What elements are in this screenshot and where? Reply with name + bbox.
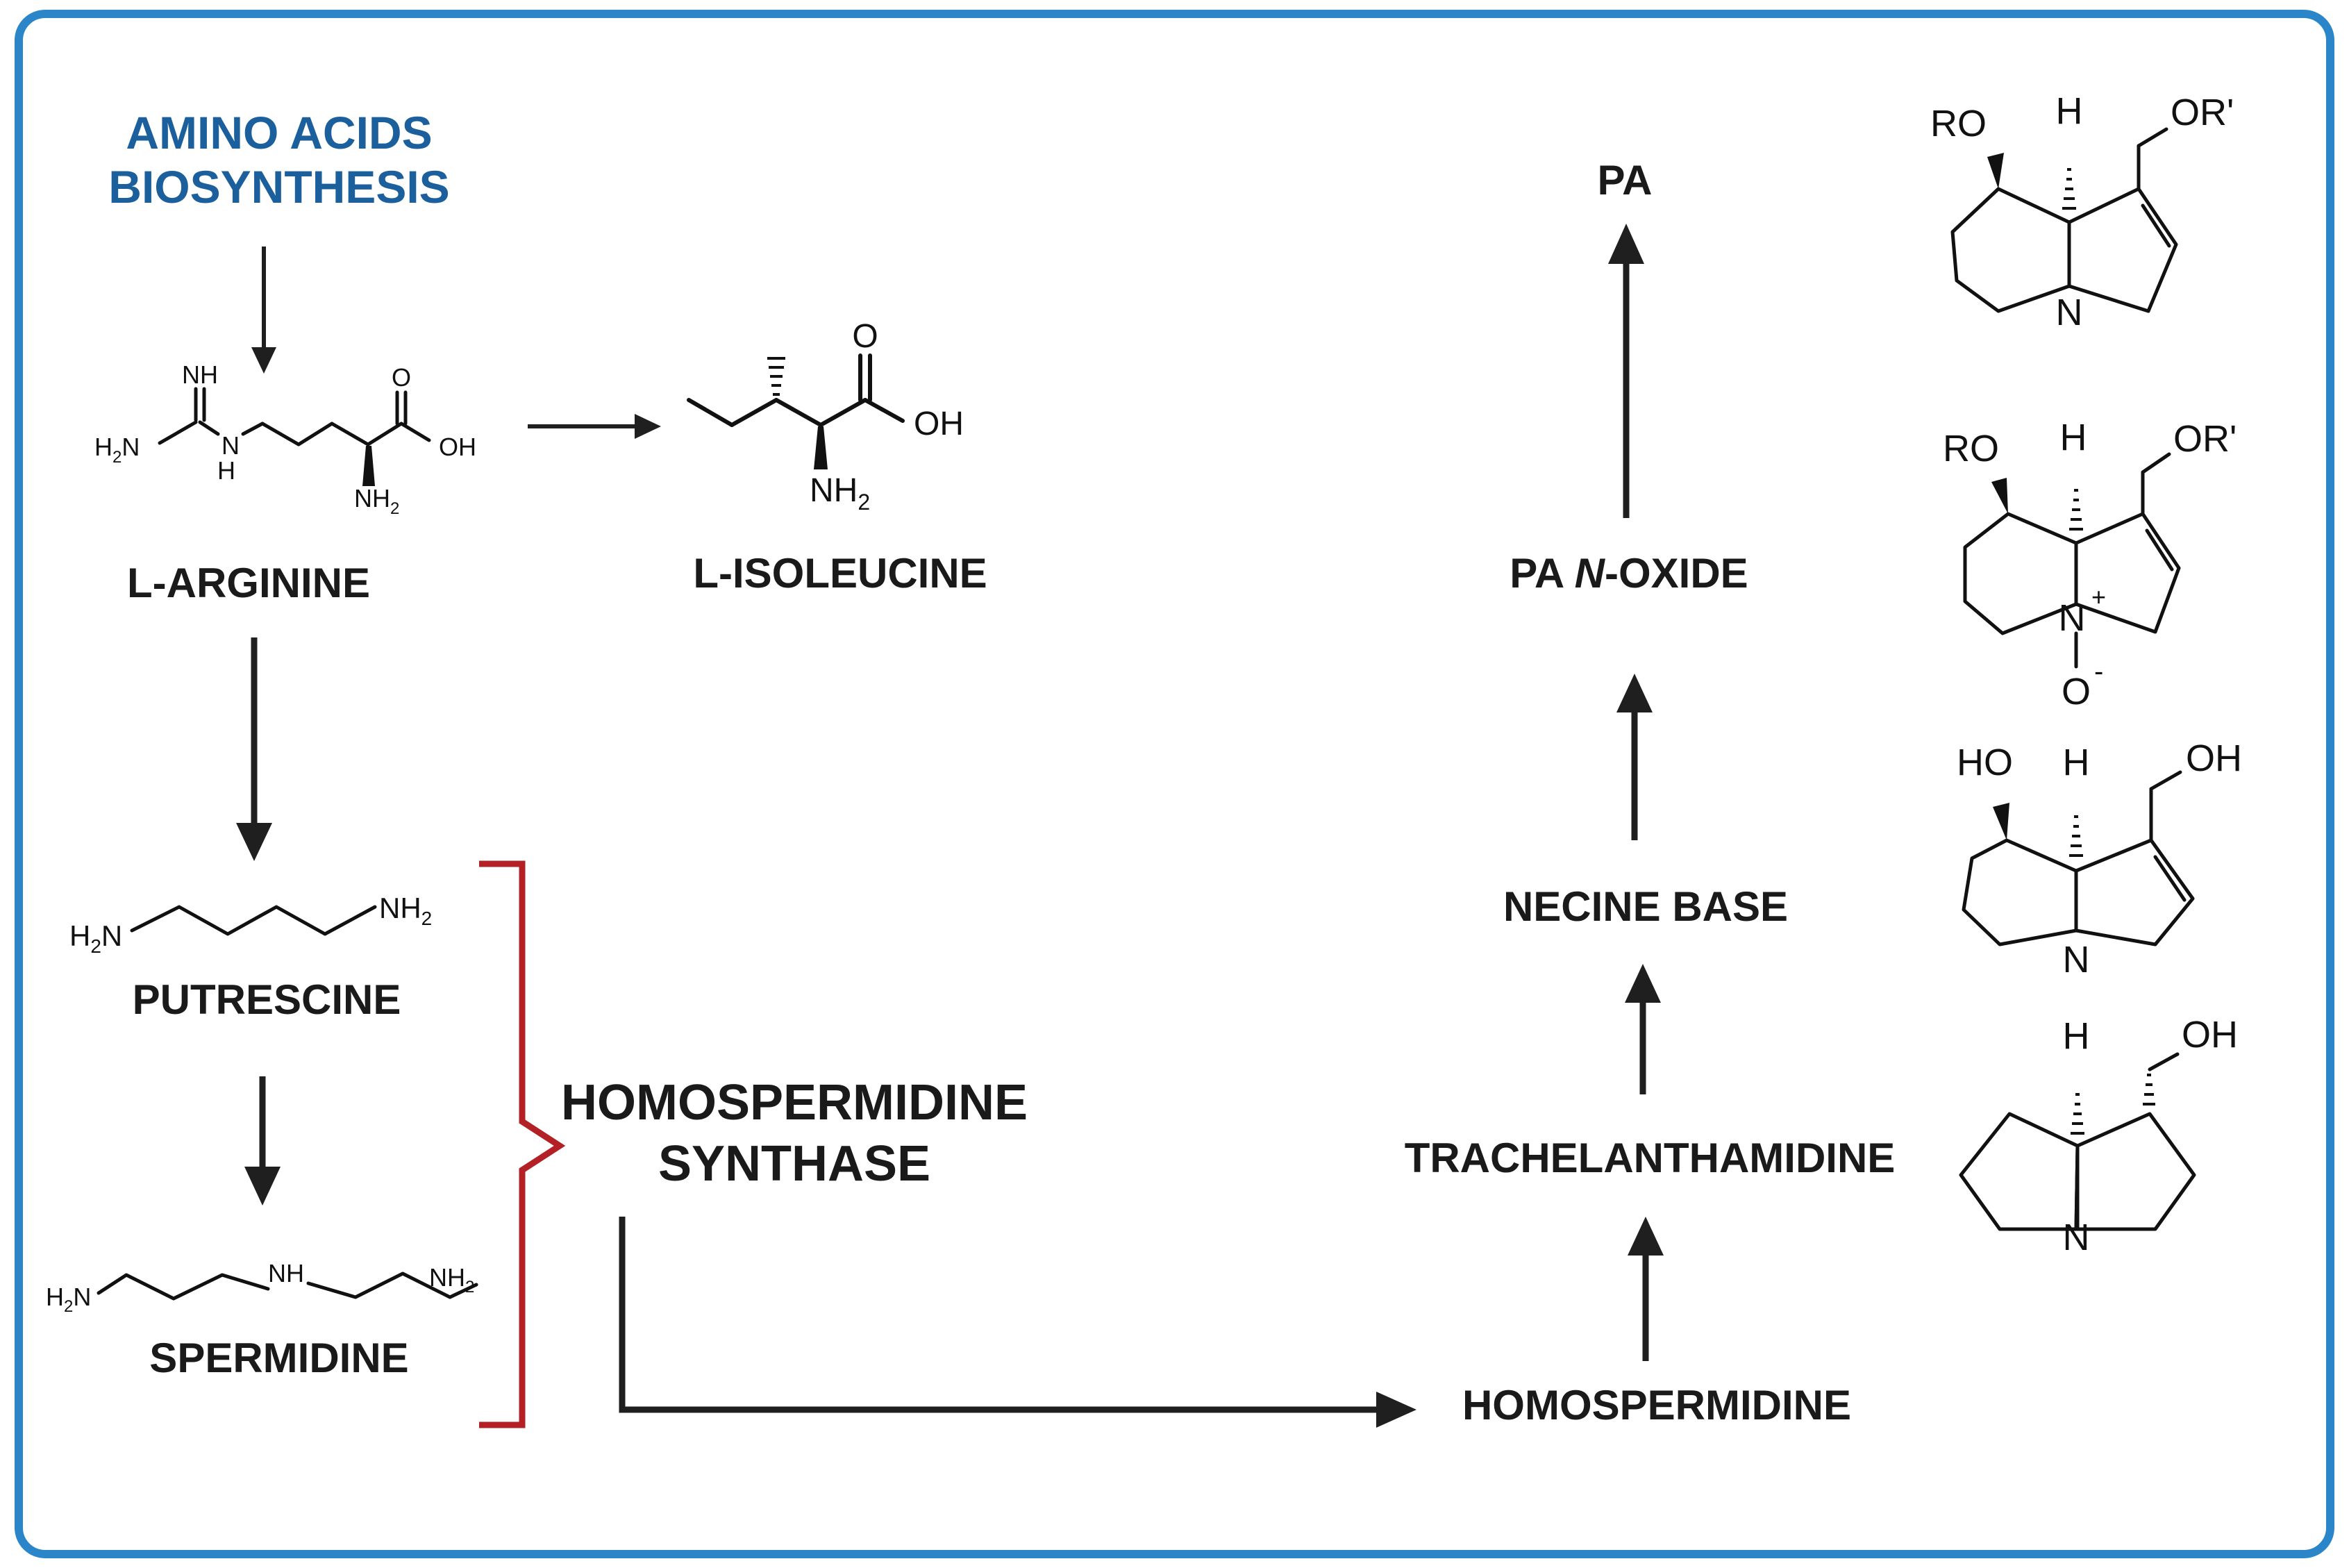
pa-structure: RO H OR' N: [1930, 90, 2234, 333]
arrow-trachelanthamidine-to-necine: [1625, 964, 1661, 1094]
arrow-arginine-to-putrescine: [236, 637, 272, 861]
necine-n: N: [2063, 939, 2090, 981]
putrescine-structure: H2N NH2: [69, 892, 432, 957]
diagram-frame: [15, 10, 2334, 1558]
arrow-arginine-to-isoleucine: [528, 414, 661, 439]
arginine-h2n: H2N: [94, 433, 140, 467]
enzyme-label-line1: HOMOSPERMIDINE: [561, 1075, 1028, 1131]
enzyme-label-line2: SYNTHASE: [658, 1136, 930, 1192]
arginine-structure: NH H2N N H O OH NH2: [94, 360, 476, 518]
amino-acids-title-line2: BIOSYNTHESIS: [108, 161, 449, 212]
trachelanthamidine-label: TRACHELANTHAMIDINE: [1405, 1135, 1896, 1181]
necine-h: H: [2063, 742, 2090, 783]
necine-ho: HO: [1957, 742, 2013, 783]
arginine-oh: OH: [439, 433, 476, 461]
arrow-synthase-to-homospermidine: [619, 1217, 1416, 1428]
arrow-homospermidine-to-trachelanthamidine: [1628, 1217, 1664, 1361]
putrescine-h2n: H2N: [69, 919, 122, 957]
necine-base-label: NECINE BASE: [1503, 883, 1788, 930]
spermidine-label: SPERMIDINE: [149, 1335, 408, 1381]
pa-or: OR': [2171, 92, 2234, 133]
trachelanthamidine-h: H: [2063, 1015, 2090, 1057]
arginine-o: O: [392, 363, 411, 392]
pa-label: PA: [1598, 157, 1653, 203]
necine-structure: HO H OH N: [1957, 737, 2242, 981]
pa-n-oxide-o: O: [2062, 671, 2091, 712]
isoleucine-structure: O OH NH2: [687, 318, 964, 515]
l-arginine-label: L-ARGININE: [127, 560, 370, 606]
arrow-amino-to-arginine: [251, 247, 276, 374]
amino-acids-title-line1: AMINO ACIDS: [126, 107, 432, 158]
spermidine-h2n: H2N: [46, 1283, 91, 1316]
isoleucine-nh2: NH2: [810, 472, 870, 515]
pa-n-oxide-label: PA N-OXIDE: [1510, 550, 1748, 597]
pa-n-oxide-ro: RO: [1943, 428, 1999, 469]
pa-n-oxide-plus: +: [2091, 583, 2106, 611]
arrow-pa-n-oxide-to-pa: [1608, 224, 1644, 518]
putrescine-label: PUTRESCINE: [133, 976, 401, 1023]
putrescine-nh2: NH2: [379, 892, 432, 929]
arginine-nh: NH: [182, 360, 218, 389]
pa-h: H: [2056, 90, 2083, 132]
pa-n-oxide-n: N: [2059, 597, 2086, 639]
trachelanthamidine-n: N: [2063, 1217, 2090, 1258]
isoleucine-oh: OH: [914, 406, 964, 442]
l-isoleucine-label: L-ISOLEUCINE: [693, 550, 987, 597]
spermidine-nh: NH: [268, 1259, 304, 1287]
trachelanthamidine-structure: H OH N: [1959, 1014, 2238, 1258]
spermidine-structure: H2N NH NH2: [46, 1259, 478, 1316]
homospermidine-label: HOMOSPERMIDINE: [1462, 1382, 1851, 1428]
pa-n-oxide-minus: -: [2094, 656, 2103, 687]
isoleucine-o: O: [852, 318, 878, 355]
trachelanthamidine-oh: OH: [2182, 1014, 2238, 1056]
pa-n-oxide-structure: RO H OR' N + O -: [1943, 417, 2237, 712]
enzyme-bracket: [479, 860, 566, 1428]
arginine-h: H: [217, 456, 235, 485]
pa-n: N: [2056, 292, 2083, 333]
arginine-n: N: [221, 431, 240, 460]
spermidine-nh2: NH2: [429, 1263, 474, 1296]
pa-ro: RO: [1930, 103, 1987, 144]
arrow-putrescine-to-spermidine: [244, 1076, 281, 1206]
pa-n-oxide-or: OR': [2173, 418, 2237, 460]
necine-oh: OH: [2186, 737, 2242, 779]
arginine-nh2: NH2: [354, 484, 399, 518]
pa-n-oxide-h: H: [2060, 417, 2087, 458]
arrow-necine-to-pa-n-oxide: [1616, 674, 1653, 840]
